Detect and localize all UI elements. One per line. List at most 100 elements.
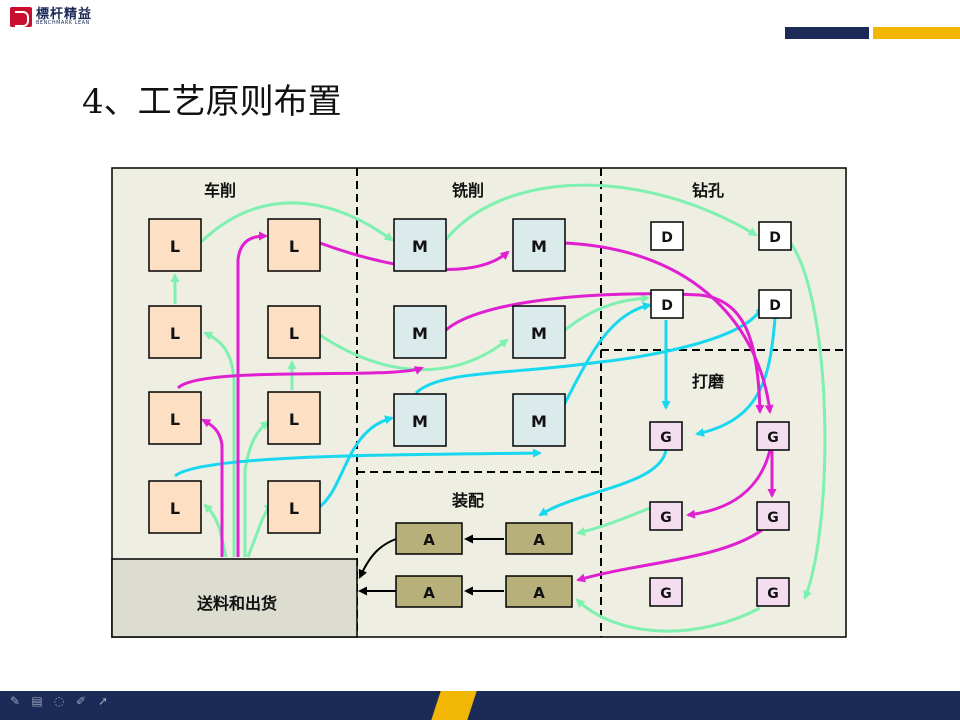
area-label-turning: 车削: [204, 181, 236, 200]
flow-green: [203, 503, 228, 558]
svg-text:D: D: [661, 230, 673, 246]
svg-text:L: L: [170, 237, 180, 256]
flow-cyan: [317, 415, 394, 510]
flow-green: [203, 331, 236, 557]
mill-machine: M: [393, 305, 447, 359]
svg-text:L: L: [289, 410, 299, 429]
svg-text:M: M: [531, 237, 547, 256]
grinder-machine: G: [649, 577, 683, 607]
logo-text: 標杆精益 BENCHMARK LEAN: [36, 8, 92, 26]
svg-text:D: D: [769, 298, 781, 314]
shipping-area-box: [111, 558, 358, 638]
flow-green: [575, 598, 761, 633]
area-label-assembly: 装配: [451, 491, 484, 510]
logo-english-name: BENCHMARK LEAN: [36, 20, 90, 26]
svg-text:D: D: [769, 230, 781, 246]
flow-green: [442, 183, 758, 243]
drill-machine: D: [650, 289, 684, 319]
svg-text:G: G: [767, 586, 779, 602]
flow-magenta: [686, 449, 772, 519]
grinder-machine: G: [756, 421, 790, 451]
flow-green: [243, 420, 270, 557]
mill-machine: M: [512, 393, 566, 447]
assembly-station: A: [395, 575, 463, 608]
svg-text:G: G: [660, 586, 672, 602]
slideshow-toolbar: ✎ ▤ ◌ ✐ ➚: [8, 694, 110, 708]
drill-machine: D: [758, 221, 792, 251]
drill-machine: D: [758, 289, 792, 319]
highlighter-icon[interactable]: ✐: [75, 694, 87, 708]
assembly-station: A: [505, 575, 573, 608]
lathe-machine: L: [267, 218, 321, 272]
slide-icon[interactable]: ▤: [31, 694, 43, 708]
lathe-machine: L: [267, 480, 321, 534]
mill-machine: M: [393, 393, 447, 447]
svg-text:A: A: [423, 584, 435, 602]
mill-machine: M: [512, 218, 566, 272]
area-label-milling: 铣削: [452, 181, 484, 200]
svg-text:M: M: [531, 412, 547, 431]
flow-cyan: [174, 448, 542, 478]
footer-bar: [0, 691, 960, 720]
lathe-machine: L: [267, 391, 321, 445]
drill-machine: D: [650, 221, 684, 251]
lathe-machine: L: [148, 218, 202, 272]
svg-text:M: M: [412, 324, 428, 343]
flow-black: [358, 538, 397, 579]
flow-magenta: [236, 231, 268, 557]
flow-magenta: [576, 528, 763, 583]
flow-cyan: [695, 317, 777, 437]
svg-text:G: G: [767, 510, 779, 526]
flow-magenta: [201, 418, 224, 557]
mill-machine: M: [512, 305, 566, 359]
lathe-machine: L: [148, 305, 202, 359]
svg-text:G: G: [660, 510, 672, 526]
lathe-machine: L: [148, 480, 202, 534]
svg-text:A: A: [533, 531, 545, 549]
flow-green: [788, 241, 827, 600]
svg-text:A: A: [533, 584, 545, 602]
logo-mark-icon: [10, 7, 32, 27]
svg-text:M: M: [531, 324, 547, 343]
pointer-icon[interactable]: ➚: [97, 694, 109, 708]
svg-text:G: G: [660, 430, 672, 446]
svg-text:M: M: [412, 237, 428, 256]
flow-green: [576, 506, 651, 536]
svg-text:D: D: [661, 298, 673, 314]
assembly-station: A: [395, 522, 463, 555]
mill-machine: M: [393, 218, 447, 272]
svg-text:L: L: [289, 324, 299, 343]
svg-text:L: L: [289, 499, 299, 518]
svg-text:L: L: [170, 410, 180, 429]
header-accent-navy: [785, 27, 869, 39]
flow-cyan: [538, 449, 668, 517]
lathe-machine: L: [267, 305, 321, 359]
logo-chinese-name: 標杆精益: [36, 7, 93, 22]
area-label-grinding: 打磨: [692, 372, 724, 391]
page-title: 4、工艺原则布置: [82, 82, 342, 122]
svg-text:A: A: [423, 531, 435, 549]
grinder-machine: G: [649, 421, 683, 451]
company-logo: 標杆精益 BENCHMARK LEAN: [10, 6, 92, 28]
grinder-machine: G: [756, 577, 790, 607]
svg-text:M: M: [412, 412, 428, 431]
svg-text:G: G: [767, 430, 779, 446]
svg-text:L: L: [170, 499, 180, 518]
flow-green: [564, 293, 650, 332]
lathe-machine: L: [148, 391, 202, 445]
header-accent-gold: [873, 27, 960, 39]
flow-magenta: [176, 366, 424, 390]
flow-green: [198, 201, 394, 245]
grinder-machine: G: [756, 501, 790, 531]
assembly-station: A: [505, 522, 573, 555]
eraser-icon[interactable]: ◌: [53, 694, 65, 708]
svg-text:L: L: [170, 324, 180, 343]
flow-cyan: [414, 304, 764, 395]
pen-icon[interactable]: ✎: [9, 694, 21, 708]
svg-text:L: L: [289, 237, 299, 256]
area-label-shipping: 送料和出货: [196, 594, 277, 613]
grinder-machine: G: [649, 501, 683, 531]
material-flows: [170, 183, 827, 633]
area-label-drilling: 钻孔: [692, 181, 724, 200]
